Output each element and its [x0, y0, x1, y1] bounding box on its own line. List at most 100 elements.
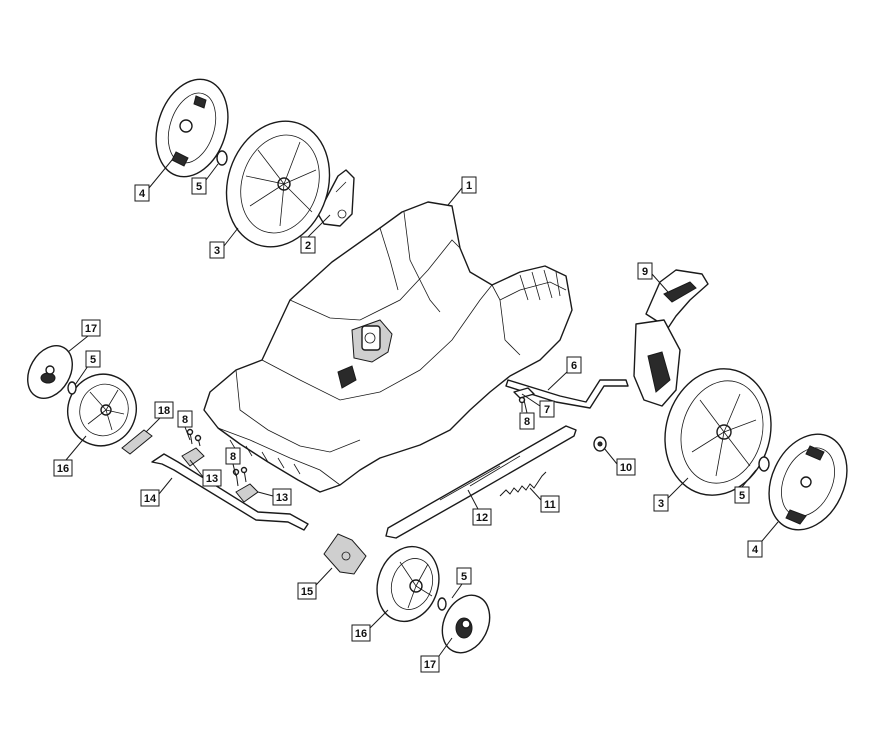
callout-label: 8 [524, 416, 530, 428]
hub-cap-left [155, 78, 229, 178]
hub-cap-bottom [441, 594, 491, 654]
callout-box [734, 486, 750, 504]
callout-leader [232, 463, 237, 477]
callout-label: 11 [544, 499, 556, 511]
callout-leader [438, 637, 453, 657]
callout-c7: 7 [521, 393, 555, 418]
callout-box [154, 401, 174, 419]
callout-label: 3 [658, 498, 664, 510]
callout-leader [521, 393, 541, 407]
callout-label: 8 [182, 414, 188, 426]
callout-c13a: 13 [189, 459, 222, 487]
callout-box [300, 236, 316, 254]
callout-box [177, 410, 193, 428]
callout-c16a: 16 [53, 435, 87, 477]
callout-c11: 11 [529, 487, 560, 513]
callout-label: 6 [571, 360, 577, 372]
callout-label: 1 [466, 180, 472, 192]
callout-c18: 18 [145, 401, 174, 433]
callout-label: 13 [276, 492, 288, 504]
callout-box [461, 176, 477, 194]
callout-label: 5 [196, 181, 202, 193]
callout-leader [67, 335, 89, 353]
callout-box [225, 447, 241, 465]
callout-box [297, 582, 317, 600]
callout-leader [451, 583, 463, 599]
callout-leader [447, 187, 463, 206]
callout-box [637, 262, 653, 280]
callout-label: 7 [544, 404, 550, 416]
callout-c5b: 5 [74, 350, 101, 386]
callout-box [272, 488, 292, 506]
callout-leader [467, 489, 479, 510]
screws-8-left [186, 428, 248, 487]
callout-c16b: 16 [351, 609, 389, 642]
callout-label: 18 [158, 405, 170, 417]
callout-c17b: 17 [420, 637, 453, 673]
callout-leader [741, 469, 757, 488]
callout-label: 5 [461, 571, 467, 583]
callout-label: 10 [620, 462, 632, 474]
callout-c5d: 5 [451, 567, 472, 599]
callout-label: 16 [57, 463, 69, 475]
callout-box [85, 350, 101, 368]
callout-box [209, 241, 225, 259]
side-bracket [317, 169, 355, 227]
callout-label: 13 [206, 473, 218, 485]
callout-c4a: 4 [134, 159, 173, 202]
callout-c6: 6 [547, 356, 582, 391]
callout-label: 4 [752, 544, 759, 556]
callout-leader [603, 447, 618, 465]
rear-wheel-left [225, 120, 331, 248]
callout-box [540, 495, 560, 513]
washer-bottom [437, 597, 447, 611]
clip-13-upper [181, 447, 205, 467]
callout-leader [257, 491, 274, 497]
callout-c8b: 8 [177, 410, 193, 441]
callout-leader [205, 163, 219, 181]
callout-label: 17 [85, 323, 97, 335]
callout-leader [667, 477, 689, 499]
callout-box [420, 655, 440, 673]
callout-box [134, 184, 150, 202]
callout-label: 3 [214, 245, 220, 257]
callout-c2: 2 [300, 214, 331, 254]
callout-c13b: 13 [257, 488, 292, 506]
callout-c1: 1 [447, 176, 477, 206]
callout-label: 5 [739, 490, 745, 502]
callout-label: 14 [144, 493, 157, 505]
callout-label: 15 [301, 586, 313, 598]
callout-box [747, 540, 763, 558]
height-adjust-lever [385, 425, 577, 539]
callout-box [202, 469, 222, 487]
callout-c15: 15 [297, 567, 333, 600]
callout-leader [74, 365, 89, 386]
callout-c9: 9 [637, 262, 669, 293]
height-adjust-rod [151, 453, 309, 531]
callout-leader [523, 399, 528, 414]
callout-label: 17 [424, 659, 436, 671]
axle-clip [121, 429, 153, 455]
knob-10 [593, 436, 607, 452]
callout-leader [651, 273, 669, 293]
washer-top-left [216, 150, 228, 166]
callout-box [191, 177, 207, 195]
front-wheel-left [67, 373, 137, 447]
washer-right [758, 456, 770, 472]
callout-label: 4 [139, 188, 146, 200]
callout-c14: 14 [140, 477, 173, 507]
rear-wheel-right [664, 368, 772, 496]
callout-box [351, 624, 371, 642]
washer-front-left [67, 381, 77, 395]
callout-leader [158, 477, 173, 495]
callout-label: 8 [230, 451, 236, 463]
callout-c3b: 3 [653, 477, 689, 512]
mower-deck [203, 201, 573, 493]
callout-leader [223, 227, 239, 247]
callout-label: 16 [355, 628, 367, 640]
callout-c12: 12 [467, 489, 492, 526]
callout-c8a: 8 [519, 399, 535, 430]
callout-c17a: 17 [67, 319, 101, 353]
